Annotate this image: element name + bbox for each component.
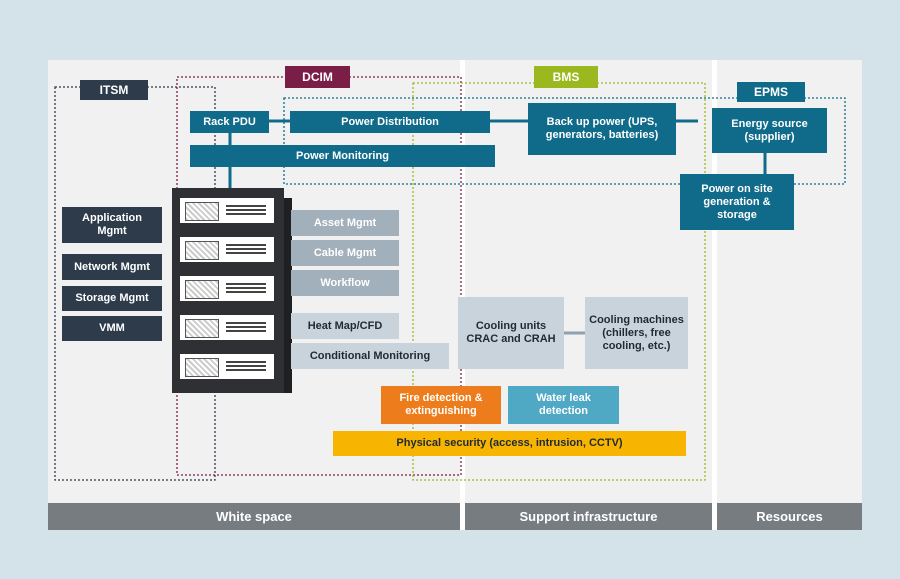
zone-white-space: White space [48, 503, 460, 530]
energy-source-box: Energy source (supplier) [712, 108, 827, 153]
server-rack [172, 188, 284, 393]
server-unit [178, 274, 276, 303]
zone-resources: Resources [717, 503, 862, 530]
storage-mgmt-box: Storage Mgmt [62, 286, 162, 311]
heat-map-box: Heat Map/CFD [291, 313, 399, 339]
application-mgmt-box: Application Mgmt [62, 207, 162, 243]
cooling-units-box: Cooling units CRAC and CRAH [458, 297, 564, 369]
dcim-tag: DCIM [285, 66, 350, 88]
server-unit [178, 352, 276, 381]
bms-tag: BMS [534, 66, 598, 88]
power-monitoring-box: Power Monitoring [190, 145, 495, 167]
zone-support-infrastructure: Support infrastructure [465, 503, 712, 530]
physical-security-box: Physical security (access, intrusion, CC… [333, 431, 686, 456]
network-mgmt-box: Network Mgmt [62, 254, 162, 280]
conditional-monitoring-box: Conditional Monitoring [291, 343, 449, 369]
power-on-site-box: Power on site generation & storage [680, 174, 794, 230]
fire-detection-box: Fire detection & extinguishing [381, 386, 501, 424]
zone-separator [460, 60, 465, 530]
epms-boundary [283, 97, 846, 185]
backup-power-box: Back up power (UPS, generators, batterie… [528, 103, 676, 155]
asset-mgmt-box: Asset Mgmt [291, 210, 399, 236]
server-unit [178, 235, 276, 264]
epms-tag: EPMS [737, 82, 805, 102]
rack-pdu-box: Rack PDU [190, 111, 269, 133]
cable-mgmt-box: Cable Mgmt [291, 240, 399, 266]
workflow-box: Workflow [291, 270, 399, 296]
server-unit [178, 196, 276, 225]
zone-separator [712, 60, 717, 530]
vmm-box: VMM [62, 316, 162, 341]
itsm-tag: ITSM [80, 80, 148, 100]
water-leak-box: Water leak detection [508, 386, 619, 424]
cooling-machines-box: Cooling machines (chillers, free cooling… [585, 297, 688, 369]
server-unit [178, 313, 276, 342]
server-rack-side [284, 198, 292, 393]
power-distribution-box: Power Distribution [290, 111, 490, 133]
